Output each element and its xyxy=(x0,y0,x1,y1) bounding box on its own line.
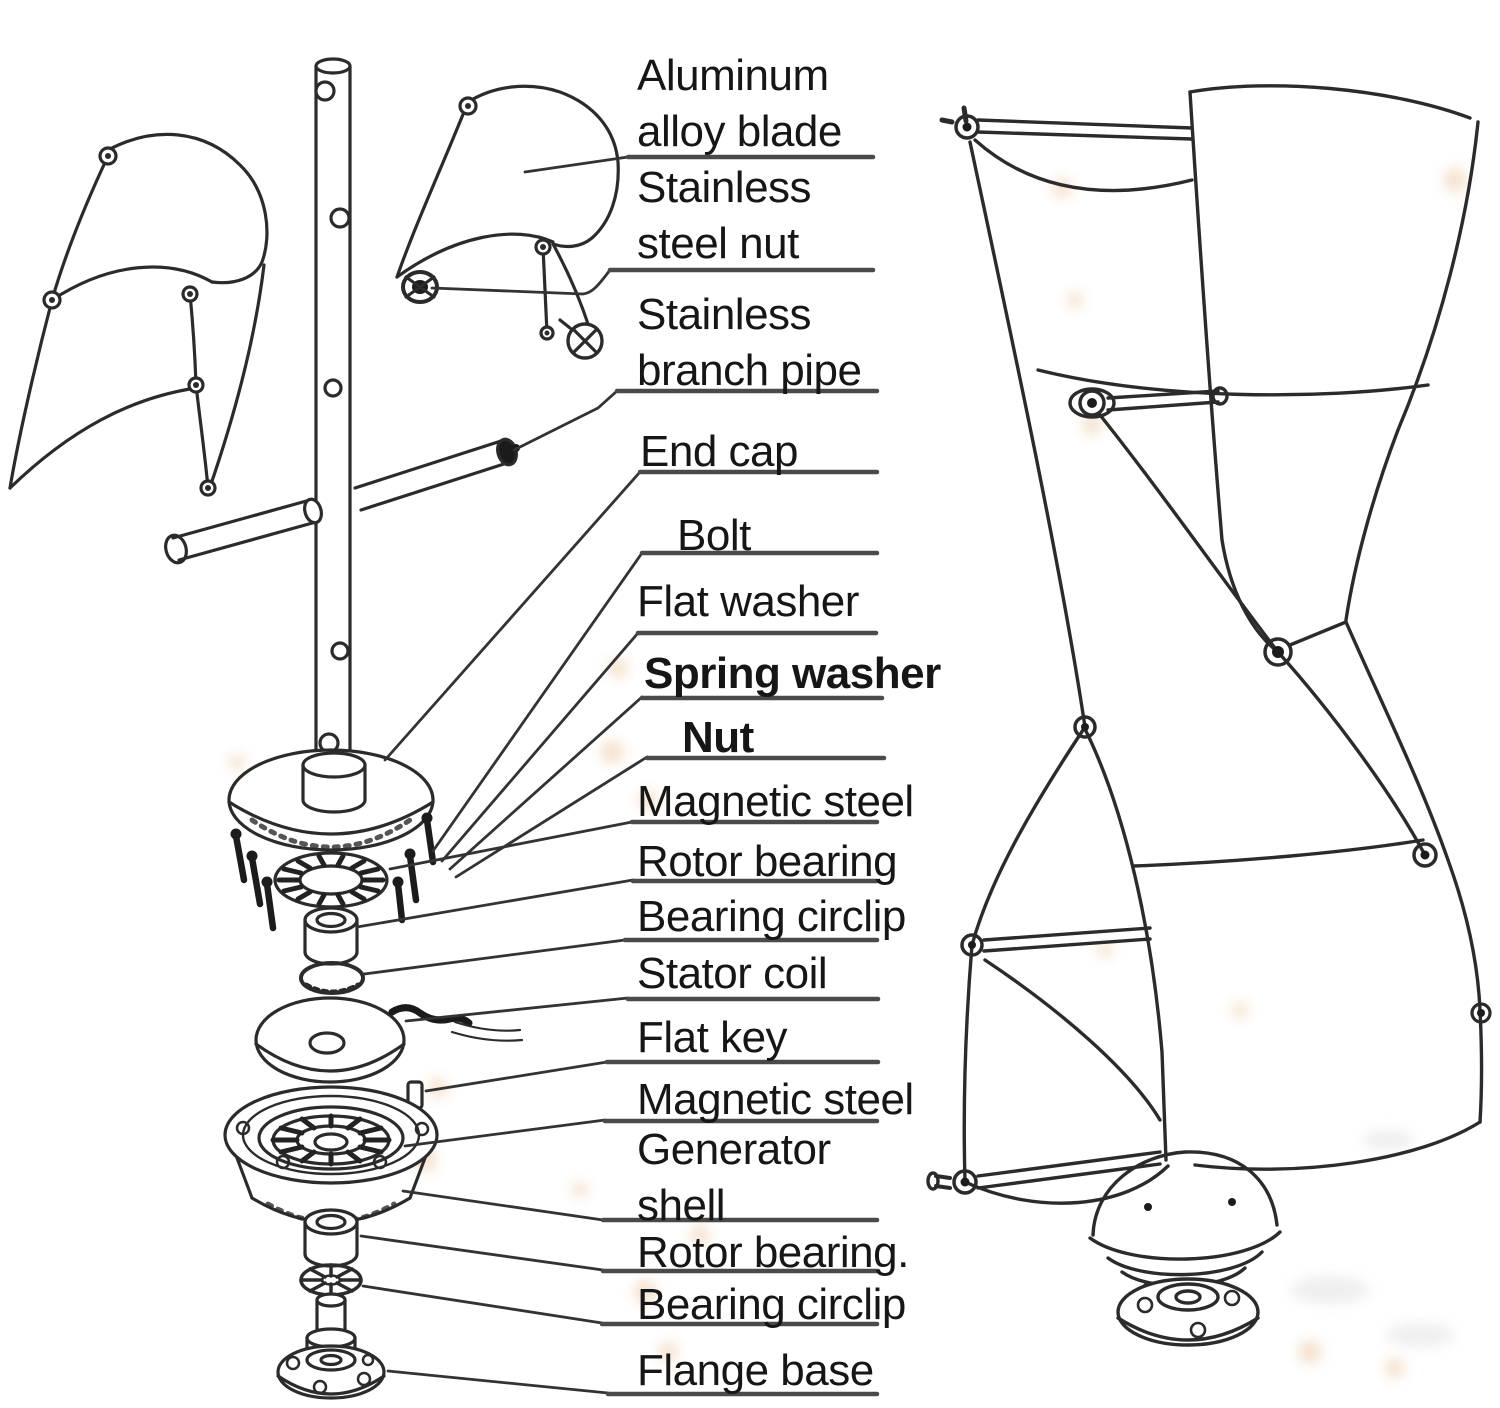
label-flat-washer: Flat washer xyxy=(637,577,859,626)
label-rotor-bearing-lower: Rotor bearing. xyxy=(637,1228,909,1277)
label-rotor-bearing-upper: Rotor bearing xyxy=(637,837,898,886)
label-aluminum-alloy-blade: Aluminum alloy blade xyxy=(637,51,842,156)
bearing-circlip-lower xyxy=(299,1263,363,1297)
end-cap xyxy=(496,437,518,467)
generator-bell xyxy=(1088,1150,1282,1347)
bearing-circlip-upper xyxy=(299,961,365,995)
label-generator-shell: Generator shell xyxy=(637,1125,831,1230)
shell-magnets xyxy=(270,1113,392,1167)
label-underlines xyxy=(599,154,887,1397)
bolts xyxy=(230,812,437,932)
lower-rods xyxy=(926,926,1162,1195)
flange-base xyxy=(276,1292,386,1400)
label-flat-key: Flat key xyxy=(637,1013,788,1062)
rotor-bearing-upper xyxy=(303,906,359,966)
lower-helix-blade xyxy=(962,620,1492,1205)
stator-coil xyxy=(254,996,524,1084)
rotor-bearing-lower xyxy=(303,1208,359,1268)
label-spring-washer: Spring washer xyxy=(644,649,941,698)
faint-gray-marks xyxy=(1290,1130,1454,1347)
center-pole xyxy=(314,57,352,767)
label-end-cap: End cap xyxy=(640,427,798,476)
label-stainless-steel-nut: Stainless steel nut xyxy=(637,163,812,268)
leader-lines xyxy=(355,155,649,1395)
top-rod xyxy=(939,105,1194,141)
middle-rod xyxy=(1068,386,1229,419)
upper-helix-blade xyxy=(968,84,1480,729)
assembled-view xyxy=(926,84,1492,1347)
magnet-ring xyxy=(273,851,389,909)
label-nut: Nut xyxy=(682,713,754,762)
rotor-disc xyxy=(227,748,435,852)
label-flange-base: Flange base xyxy=(637,1346,874,1395)
label-stator-coil: Stator coil xyxy=(637,949,828,998)
label-bearing-circlip-lower: Bearing circlip xyxy=(637,1280,906,1329)
branch-pipe xyxy=(164,437,520,565)
left-blade xyxy=(8,132,269,497)
label-bolt: Bolt xyxy=(677,511,751,560)
exploded-view xyxy=(8,57,620,1400)
label-stainless-branch-pipe: Stainless branch pipe xyxy=(637,290,862,395)
label-bearing-circlip-upper: Bearing circlip xyxy=(637,892,906,941)
label-magnetic-steel-stator: Magnetic steel xyxy=(637,1075,914,1124)
label-magnetic-steel-rotor: Magnetic steel xyxy=(637,777,914,826)
branch-nut xyxy=(558,318,604,360)
generator-shell xyxy=(223,1085,439,1225)
